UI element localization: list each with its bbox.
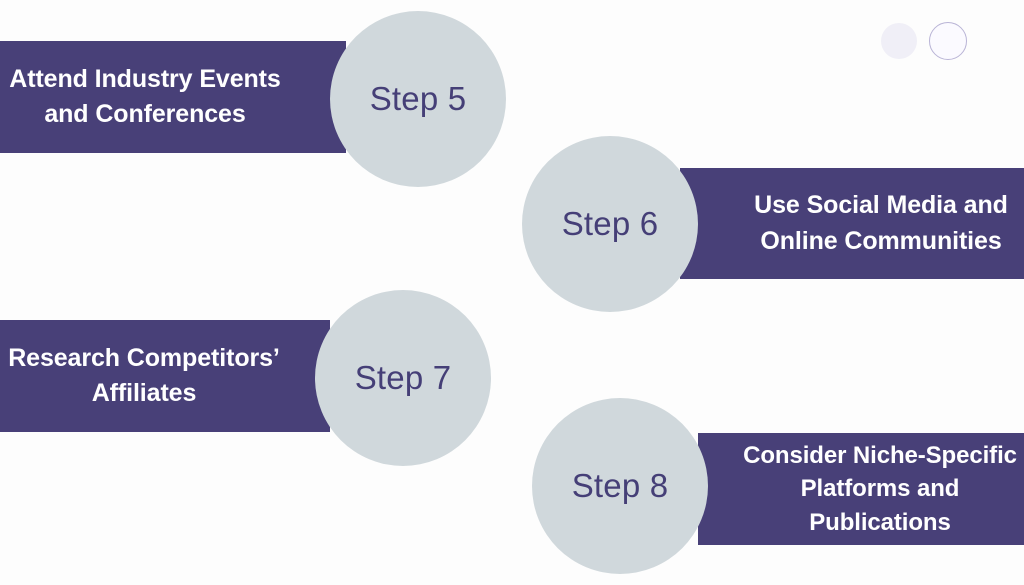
step-6-label-bar: Use Social Media and Online Communities [680,168,1024,279]
step-7-badge-text: Step 7 [354,359,452,396]
step-7-label-bar: Research Competitors’ Affiliates [0,320,330,432]
step-8-badge-text: Step 8 [571,467,669,504]
step-7-badge-circle: Step 7 [315,290,491,466]
step-5-label-bar: Attend Industry Events and Conferences [0,41,346,153]
step-8-label-text: Consider Niche-Specific Platforms and Pu… [743,442,1017,536]
step-6-badge-text: Step 6 [561,205,659,242]
step-6-badge-circle: Step 6 [522,136,698,312]
step-5-label-text: Attend Industry Events and Conferences [9,64,281,129]
decorative-outline-circle-icon [929,22,967,60]
step-6-label-text: Use Social Media and Online Communities [754,191,1008,255]
step-8-label-bar: Consider Niche-Specific Platforms and Pu… [698,433,1024,545]
step-7-label-text: Research Competitors’ Affiliates [8,343,280,408]
decorative-filled-circle-icon [881,23,917,59]
step-5-badge-circle: Step 5 [330,11,506,187]
step-5-badge-text: Step 5 [369,80,467,117]
step-8-badge-circle: Step 8 [532,398,708,574]
